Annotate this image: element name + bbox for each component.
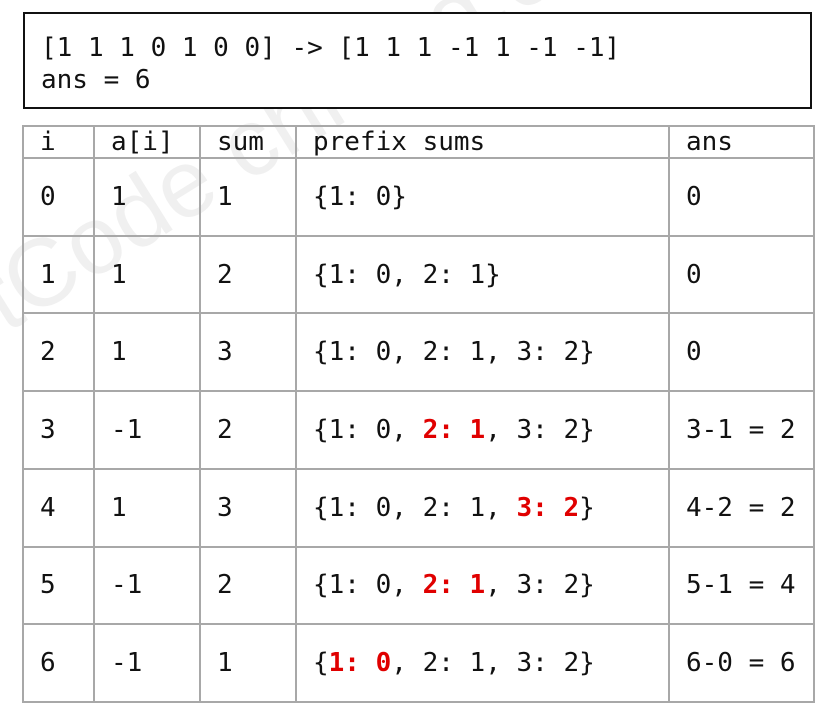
- header-ans: ans: [668, 125, 815, 159]
- cell-sum: 2: [199, 234, 297, 315]
- cell-a-i: -1: [93, 545, 201, 626]
- array-transform-line: [1 1 1 0 1 0 0] -> [1 1 1 -1 1 -1 -1]: [41, 33, 621, 63]
- cell-sum: 1: [199, 157, 297, 237]
- highlighted-entry: 3: 2: [516, 492, 580, 523]
- prefix-text: }: [579, 492, 595, 523]
- cell-prefix-sums: {1: 0, 2: 1, 3: 2}: [295, 623, 670, 703]
- cell-sum: 3: [199, 312, 297, 393]
- cell-prefix-sums: {1: 0, 2: 1, 3: 2}: [295, 390, 670, 470]
- cell-sum: 2: [199, 390, 297, 470]
- prefix-text: {1: 0,: [313, 414, 423, 445]
- cell-prefix-sums: {1: 0, 2: 1}: [295, 234, 670, 315]
- cell-ans: 0: [668, 234, 815, 315]
- prefix-text: {1: 0}: [313, 181, 407, 212]
- cell-a-i: 1: [93, 234, 201, 315]
- header-prefix-sums: prefix sums: [295, 125, 670, 159]
- cell-ans: 6-0 = 6: [668, 623, 815, 703]
- highlighted-entry: 1: 0: [328, 648, 392, 679]
- cell-i: 6: [22, 623, 95, 703]
- cell-i: 2: [22, 312, 95, 393]
- header-row: i a[i] sum prefix sums ans: [22, 125, 815, 159]
- cell-i: 4: [22, 467, 95, 548]
- prefix-text: {: [313, 648, 329, 679]
- cell-ans: 0: [668, 312, 815, 393]
- cell-ans: 4-2 = 2: [668, 467, 815, 548]
- cell-sum: 1: [199, 623, 297, 703]
- cell-prefix-sums: {1: 0, 2: 1, 3: 2}: [295, 545, 670, 626]
- prefix-text: {1: 0, 2: 1}: [313, 259, 501, 290]
- cell-sum: 2: [199, 545, 297, 626]
- cell-a-i: 1: [93, 467, 201, 548]
- header-sum: sum: [199, 125, 297, 159]
- highlighted-entry: 2: 1: [422, 570, 486, 601]
- prefix-text: , 2: 1, 3: 2}: [391, 648, 595, 679]
- cell-a-i: 1: [93, 312, 201, 393]
- header-a-i: a[i]: [93, 125, 201, 159]
- highlighted-entry: 2: 1: [422, 414, 486, 445]
- prefix-text: {1: 0, 2: 1,: [313, 492, 517, 523]
- prefix-text: , 3: 2}: [485, 414, 595, 445]
- cell-i: 0: [22, 157, 95, 237]
- cell-i: 1: [22, 234, 95, 315]
- prefix-text: , 3: 2}: [485, 570, 595, 601]
- cell-a-i: -1: [93, 390, 201, 470]
- prefix-text: {1: 0,: [313, 570, 423, 601]
- answer-line: ans = 6: [41, 65, 151, 95]
- cell-sum: 3: [199, 467, 297, 548]
- cell-prefix-sums: {1: 0, 2: 1, 3: 2}: [295, 312, 670, 393]
- cell-a-i: -1: [93, 623, 201, 703]
- cell-i: 3: [22, 390, 95, 470]
- cell-ans: 3-1 = 2: [668, 390, 815, 470]
- table-header: i a[i] sum prefix sums ans: [22, 125, 815, 159]
- prefix-text: {1: 0, 2: 1, 3: 2}: [313, 337, 595, 368]
- cell-prefix-sums: {1: 0}: [295, 157, 670, 237]
- cell-prefix-sums: {1: 0, 2: 1, 3: 2}: [295, 467, 670, 548]
- cell-i: 5: [22, 545, 95, 626]
- cell-a-i: 1: [93, 157, 201, 237]
- cell-ans: 0: [668, 157, 815, 237]
- cell-ans: 5-1 = 4: [668, 545, 815, 626]
- header-i: i: [22, 125, 95, 159]
- code-summary-box: [1 1 1 0 1 0 0] -> [1 1 1 -1 1 -1 -1] an…: [23, 12, 812, 109]
